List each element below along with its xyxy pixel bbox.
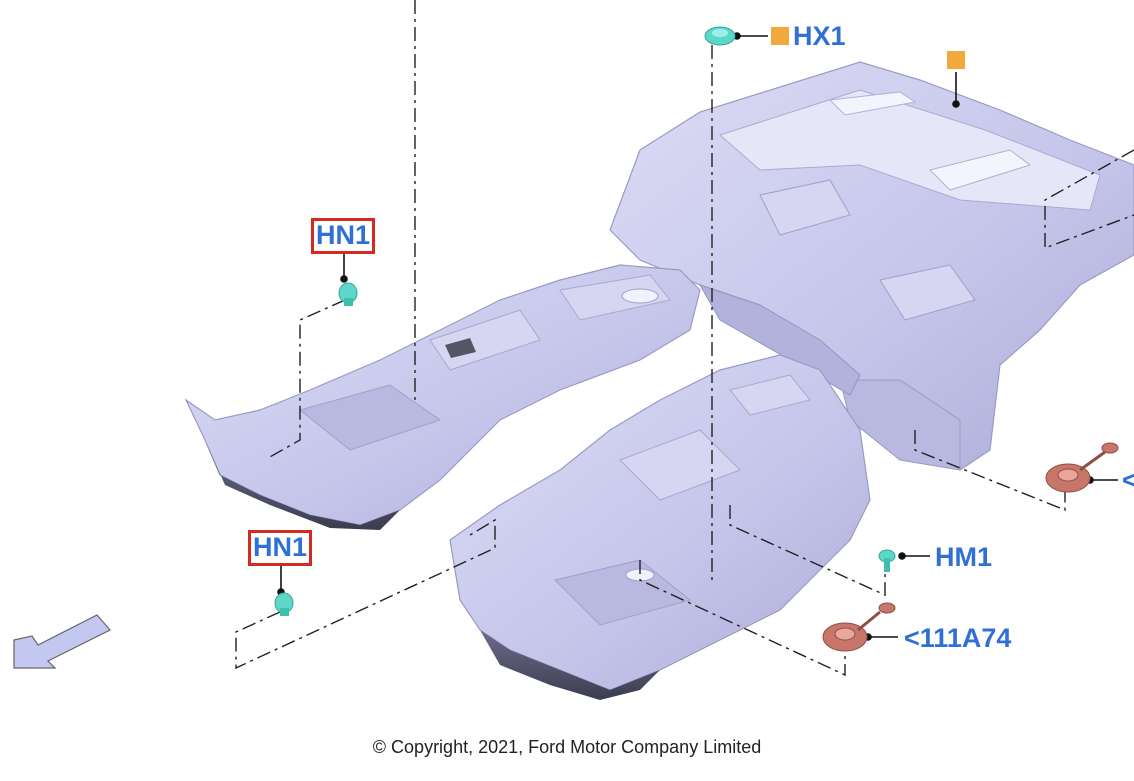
copyright-notice: © Copyright, 2021, Ford Motor Company Li… [372,737,762,757]
push-pin-clip-icon [274,592,294,616]
hx1-label: HX1 [793,21,846,51]
push-pin-clip-icon [704,26,736,46]
hm1-label: HM1 [935,542,993,572]
hn1-lower-label: HN1 [248,530,313,566]
front-right-floor-carpet [449,354,871,700]
front-left-floor-carpet [184,264,701,530]
ref-111a74-label: <111A74 [904,623,1012,653]
leader-lines [235,0,1134,677]
push-pin-clip-icon [878,549,896,572]
hn1-upper-label: HN1 [311,218,376,254]
rear-floor-carpet [609,61,1134,471]
front-direction-arrow-icon [13,614,111,669]
grommet-plug-icon [822,602,896,652]
push-pin-clip-icon [338,282,358,306]
ref-right-partial-label: < [1122,465,1134,495]
grommet-plug-icon [1045,442,1119,493]
orange-square-marker-icon [771,27,789,45]
orange-square-marker-icon [947,51,965,69]
